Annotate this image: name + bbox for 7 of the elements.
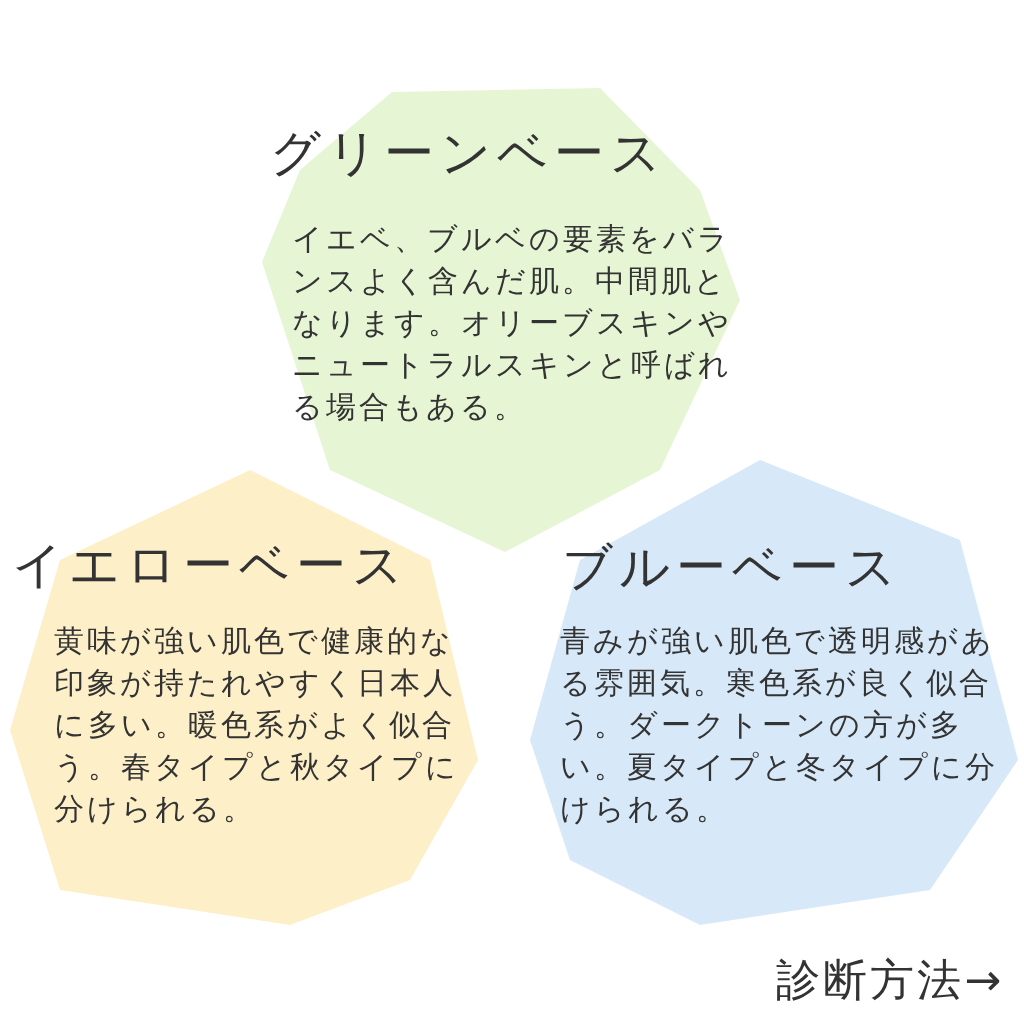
description-text: 青みが強い肌色で透明感がある雰囲気。寒色系が良く似合う。ダークトーンの方が多い。夏タイプと冬タイプに分けられる。 <box>560 622 999 828</box>
footer-note: 診断方法→ <box>776 953 1004 1007</box>
heading: イエローベース <box>12 538 409 593</box>
description-text: 黄味が強い肌色で健康的な印象が持たれやすく日本人に多い。暖色系がよく似合う。春タイプと秋タイプに分けられる。 <box>54 622 460 828</box>
heading: ブルーベース <box>562 540 902 595</box>
heading: グリーンベース <box>270 126 667 181</box>
description-text: イエベ、ブルベの要素をバランスよく含んだ肌。中間肌となります。オリーブスキンやニュートラルスキンと呼ばれる場合もある。 <box>292 220 732 426</box>
